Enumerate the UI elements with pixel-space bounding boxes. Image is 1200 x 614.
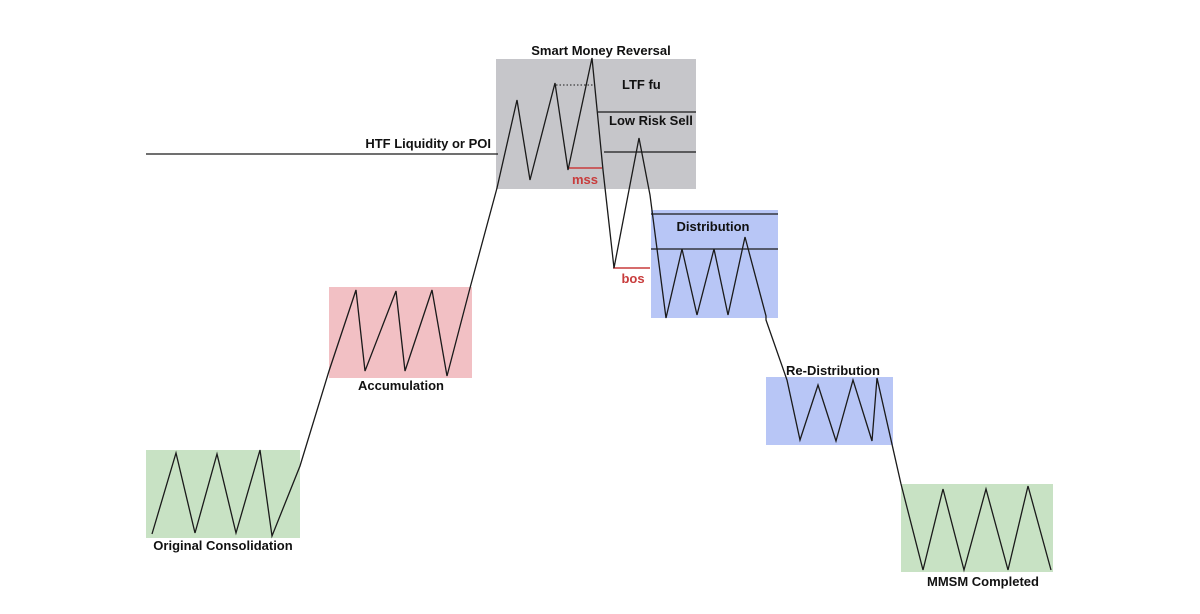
distribution-zone (651, 210, 778, 318)
original-consolidation-zone (146, 450, 300, 538)
original-consolidation-label: Original Consolidation (153, 538, 292, 553)
mmsm-completed-zone (901, 484, 1053, 572)
distribution-label: Distribution (677, 219, 750, 234)
ltf-fu-label: LTF fu (622, 77, 661, 92)
price-path (151, 57, 1052, 573)
mss-label: mss (572, 172, 598, 187)
re-distribution-label: Re-Distribution (786, 363, 880, 378)
mmsm-completed-label: MMSM Completed (927, 574, 1039, 589)
smart-money-reversal-label: Smart Money Reversal (531, 43, 670, 58)
accumulation-label: Accumulation (358, 378, 444, 393)
re-distribution-zone (766, 377, 893, 445)
htf-liquidity-label: HTF Liquidity or POI (365, 136, 491, 151)
bos-label: bos (621, 271, 644, 286)
low-risk-sell-label: Low Risk Sell (609, 113, 693, 128)
